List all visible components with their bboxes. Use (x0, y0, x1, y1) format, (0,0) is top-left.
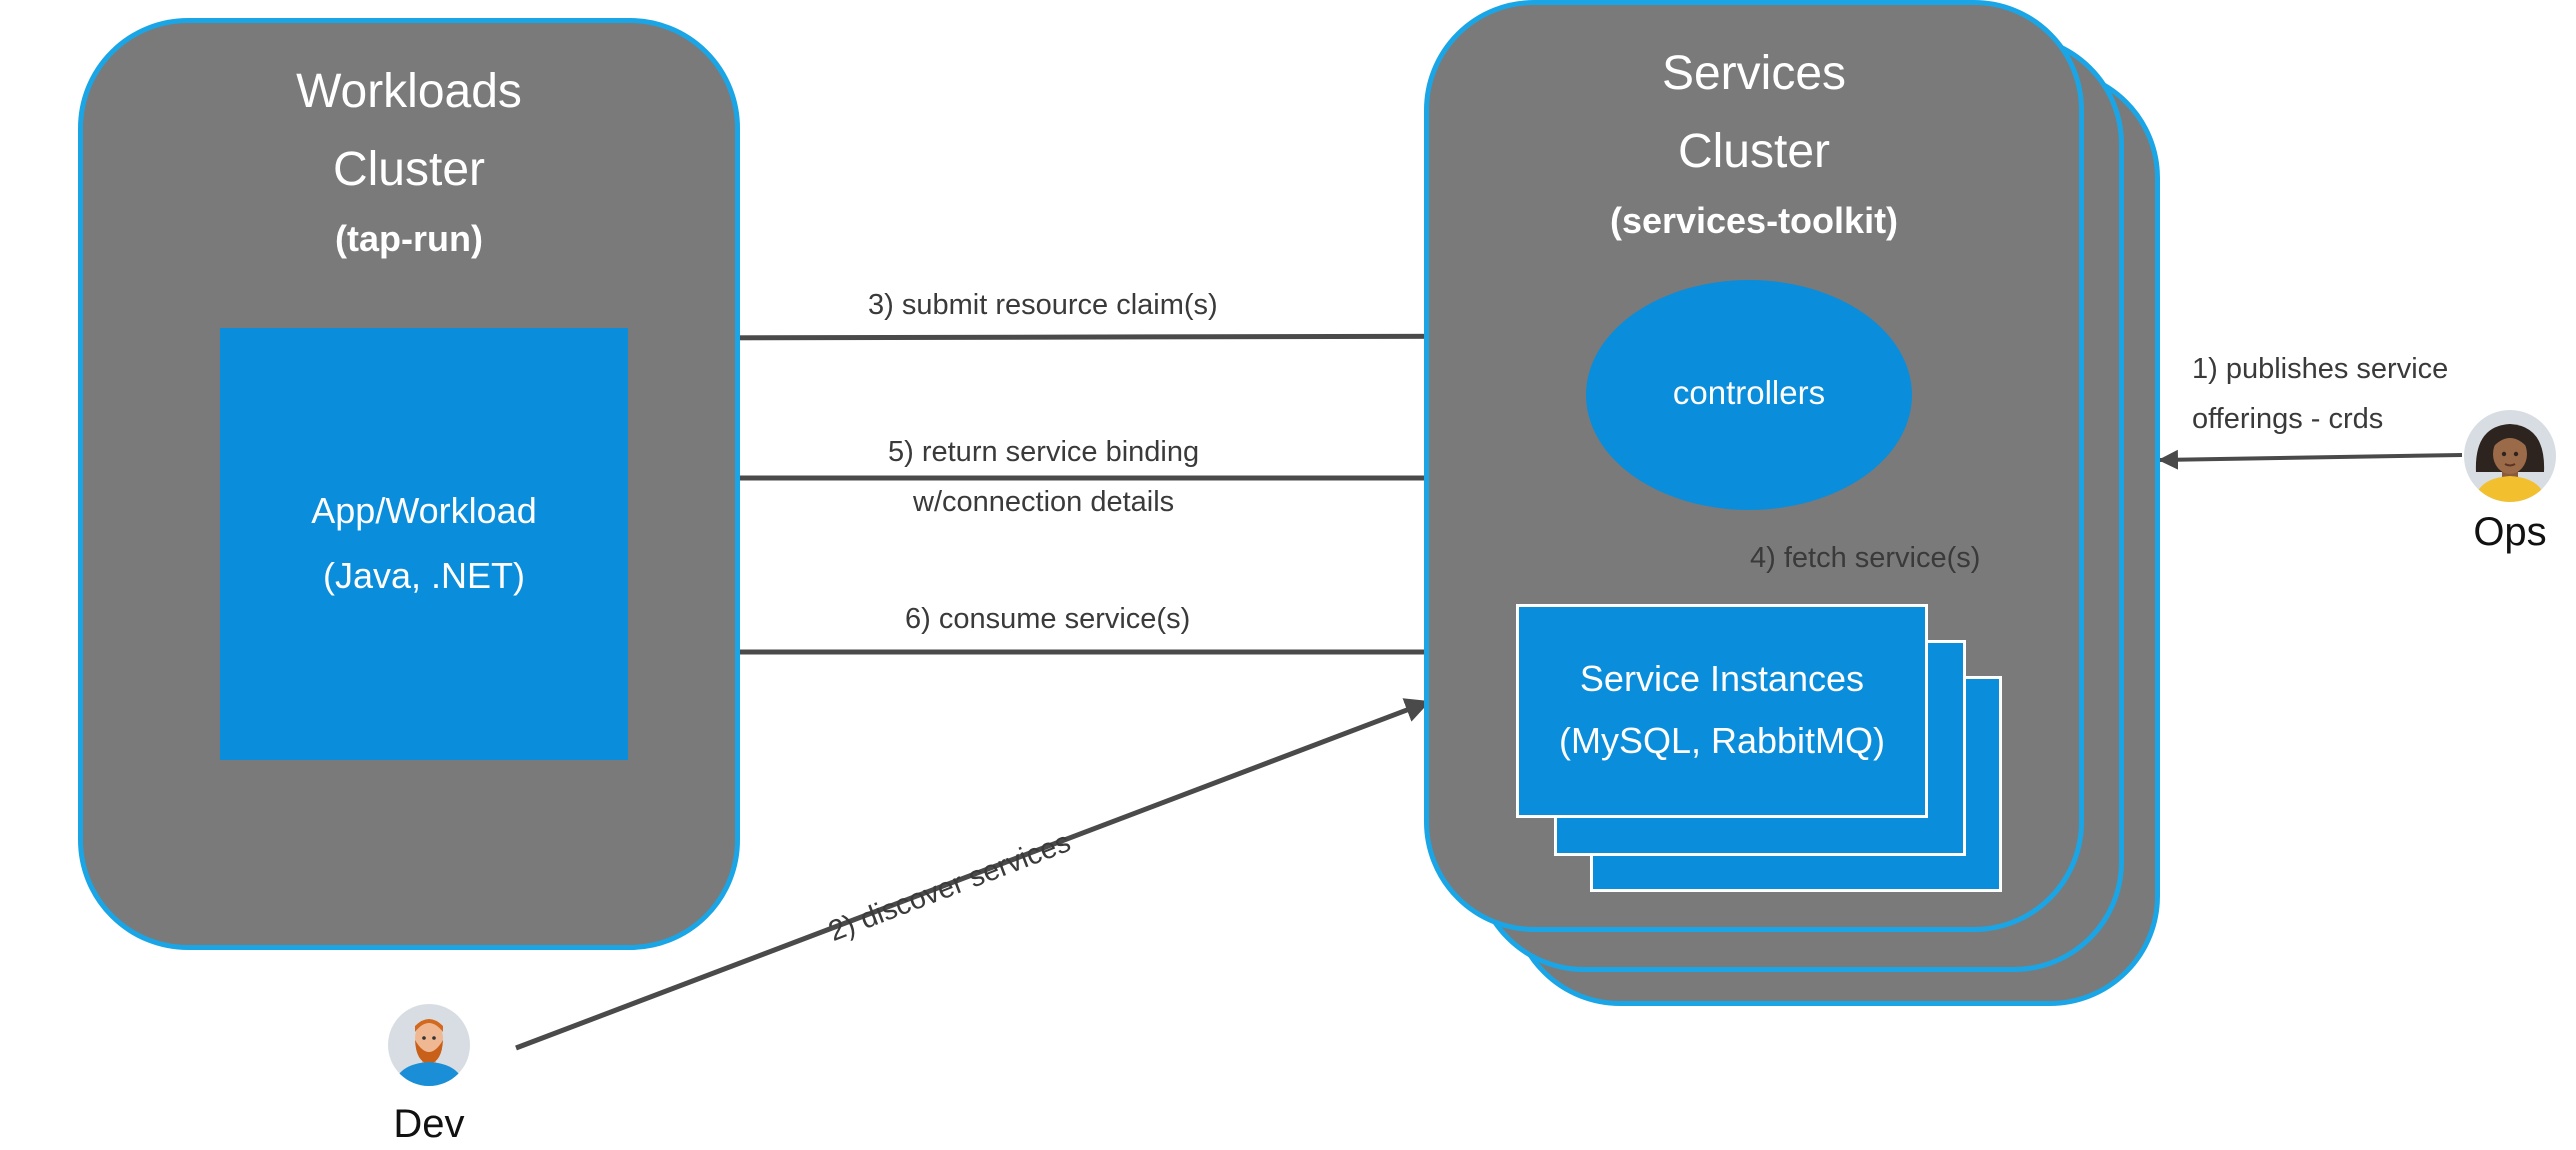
service-instances-label-line1: Service Instances (1579, 658, 1865, 699)
workloads-cluster (78, 18, 740, 950)
return-binding-label-line2: w/connection details (913, 486, 1175, 518)
workloads-cluster-title-line1: Workloads (296, 65, 522, 118)
workloads-cluster-subtitle: (tap-run) (335, 218, 483, 259)
submit-claim-label: 3) submit resource claim(s) (868, 289, 1218, 321)
return-binding-label-line1: 5) return service binding (888, 436, 1200, 468)
controllers-label: controllers (1672, 374, 1826, 411)
workloads-cluster-title-line2: Cluster (332, 143, 486, 196)
ops-person-icon (2464, 410, 2556, 502)
app-workload-label-line2: (Java, .NET) (322, 555, 526, 596)
services-cluster-title-line1: Services (1661, 47, 1847, 100)
services-cluster-subtitle: (services-toolkit) (1609, 200, 1899, 241)
service-instances-box (1516, 604, 1928, 818)
dev-label: Dev (393, 1102, 465, 1146)
app-workload-box (220, 328, 628, 760)
publishes-label-line2: offerings - crds (2192, 403, 2384, 435)
consume-label: 6) consume service(s) (905, 603, 1191, 635)
ops-avatar (2462, 408, 2558, 504)
controllers-node (1586, 280, 1912, 510)
ops-label: Ops (2473, 510, 2547, 554)
dev-avatar (386, 1002, 472, 1088)
discover-arrow (515, 698, 1431, 1051)
publishes-arrow (2158, 449, 2463, 470)
service-instances-label-line2: (MySQL, RabbitMQ) (1558, 720, 1886, 761)
publishes-label-line1: 1) publishes service (2192, 353, 2449, 385)
services-cluster-title-line2: Cluster (1677, 125, 1831, 178)
app-workload-label-line1: App/Workload (311, 490, 537, 531)
fetch-label: 4) fetch service(s) (1750, 542, 1981, 574)
dev-person-icon (388, 1004, 470, 1086)
